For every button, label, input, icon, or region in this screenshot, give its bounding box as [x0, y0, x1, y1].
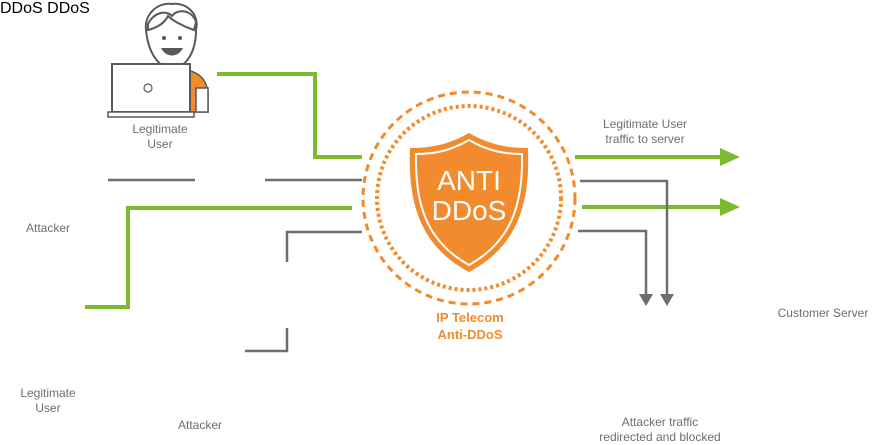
shield-label: ANTI DDoS: [419, 166, 519, 226]
legit-traffic-label: Legitimate User traffic to server: [575, 117, 715, 147]
attacker-bottom-label: Attacker: [150, 418, 250, 433]
customer-server-label: Customer Server: [758, 306, 888, 321]
legit-traffic-arrow-2: [582, 198, 740, 216]
legit-user-top-icon: [107, 2, 209, 118]
legit-bottom-path: [85, 206, 352, 309]
label-line-1: Attacker: [177, 418, 222, 432]
brand-line-2: Anti-DDoS: [437, 327, 503, 342]
label-line-1: Legitimate: [20, 386, 76, 400]
brand-label: IP Telecom Anti-DDoS: [410, 309, 530, 343]
trash-label: Attacker traffic redirected and blocked: [585, 415, 735, 445]
label-line-2: redirected and blocked: [599, 430, 721, 444]
missile-horizontal-label: DDoS: [0, 0, 43, 17]
legit-user-bottom-label: Legitimate User: [0, 386, 96, 416]
legit-top-path: [217, 72, 362, 159]
label-line-1: Attacker traffic: [621, 415, 699, 429]
outer-dashed-ring: [361, 90, 577, 306]
legit-user-top-label: Legitimate User: [110, 122, 210, 152]
attacker-left-label: Attacker: [0, 221, 96, 236]
legit-traffic-arrow-1: [575, 148, 740, 166]
attack-bottom-path: [245, 230, 362, 353]
shield-line-1: ANTI: [437, 165, 501, 196]
anti-ddos-core: [361, 90, 577, 306]
label-line-2: traffic to server: [605, 132, 685, 146]
label-line-1: Attacker: [25, 221, 70, 235]
label-line-1: Legitimate User: [602, 117, 688, 131]
missile-vertical-label: DDoS: [47, 0, 90, 17]
shield-line-2: DDoS: [431, 195, 507, 226]
label-line-2: User: [35, 401, 61, 415]
brand-line-1: IP Telecom: [436, 310, 504, 325]
label-line-2: User: [147, 137, 173, 151]
label-line-1: Customer Server: [777, 306, 869, 320]
label-line-1: Legitimate: [132, 122, 188, 136]
blocked-traffic-arrows: [578, 179, 674, 306]
inner-dotted-ring: [375, 104, 563, 292]
shield-icon: [409, 133, 529, 272]
